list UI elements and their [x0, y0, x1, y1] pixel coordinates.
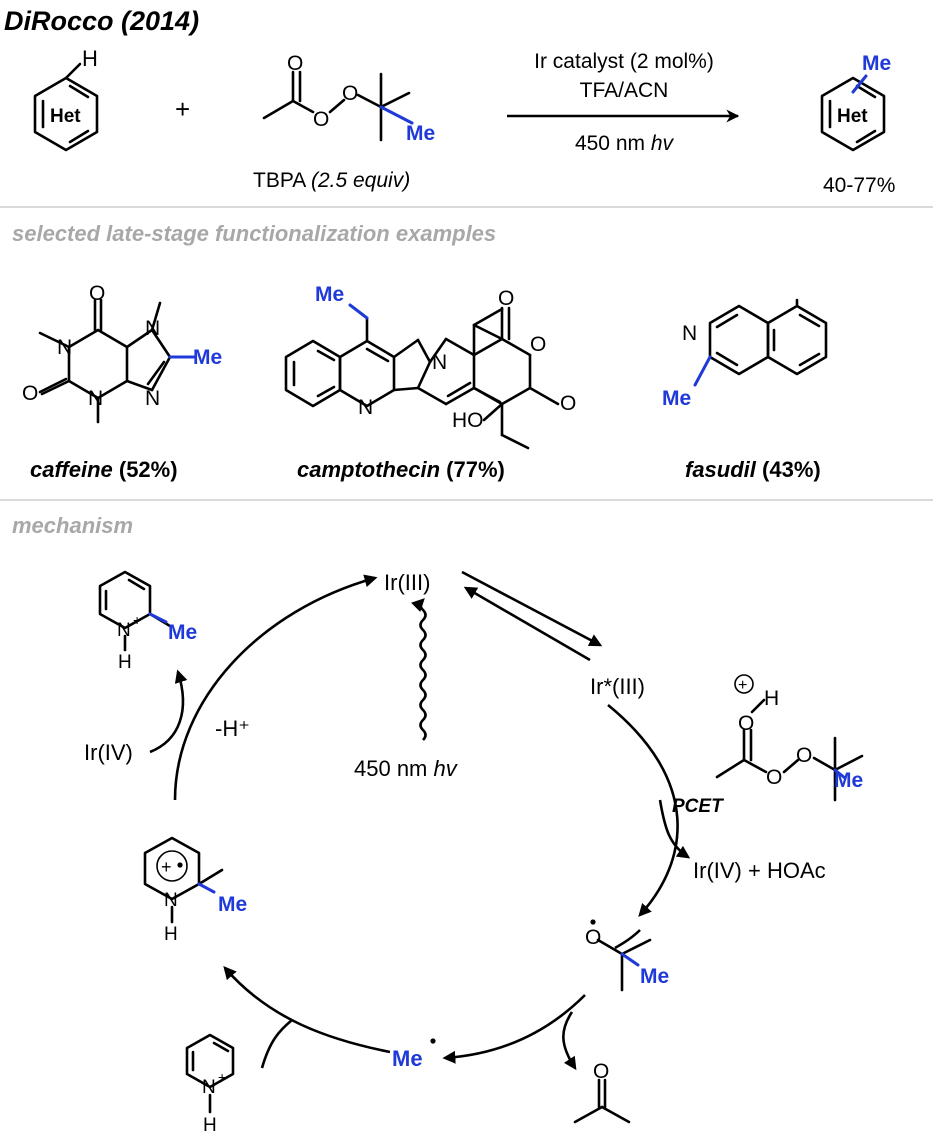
tbuo-me-label: Me [640, 965, 669, 988]
camptothecin-n-ring: N [432, 351, 447, 374]
camptothecin-me-label: Me [315, 283, 344, 306]
caffeine-me-label: Me [193, 346, 222, 369]
tbpa-peroxy-o: O [342, 82, 358, 105]
radical-addition-arrow [223, 966, 391, 1054]
caffeine-caption: caffeine (52%) [30, 457, 178, 482]
hoac-release-arrow [658, 799, 691, 859]
product-pyridinium-n: N [117, 620, 131, 641]
caffeine-n1: N [57, 336, 72, 359]
tbpa-mech-me: Me [834, 769, 863, 792]
camptothecin-o-lactone: O [530, 333, 546, 356]
product-pyridinium-me: Me [168, 621, 197, 644]
tbuo-oxygen: O [585, 926, 601, 949]
methyl-radical-label: Me [392, 1046, 423, 1071]
het-label: Het [50, 106, 81, 127]
tert-butoxy-radical: O Me [585, 919, 669, 992]
caffeine-o-top: O [89, 282, 105, 305]
pyridinium-bottom-plus: + [218, 1069, 226, 1085]
product-pyridinium-plus: + [133, 612, 141, 628]
reaction-conditions: Ir catalyst (2 mol%) TFA/ACN 450 nm hv [507, 50, 740, 155]
tbpa-proton-h: H [764, 687, 779, 710]
examples-heading: selected late-stage functionalization ex… [12, 221, 496, 246]
radical-cation-circle [156, 850, 188, 882]
tbpa-o-ester: O [766, 766, 782, 789]
pyridinium-bottom-n: N [202, 1077, 216, 1098]
light-label: 450 nm hv [354, 756, 459, 781]
caffeine-structure: O O N N N N Me [22, 282, 222, 424]
radical-cation-me: Me [218, 893, 247, 916]
caffeine-n3: N [88, 387, 103, 410]
tbpa-h-oxygen: O [738, 712, 754, 735]
tbpa-name: TBPA (2.5 equiv) [253, 169, 410, 192]
protonated-tbpa: O H + O O Me [715, 674, 864, 802]
pyridinium-bottom: N + H [185, 1033, 235, 1136]
caffeine-n9: N [145, 387, 160, 410]
pcet-label: PCET [672, 796, 724, 817]
tbpa-o-peroxy: O [796, 744, 812, 767]
product-pyridinium-h: H [118, 652, 132, 673]
ir3-label: Ir(III) [384, 570, 430, 595]
tbpa-carbonyl-o: O [287, 52, 303, 75]
product-me-label: Me [862, 52, 891, 75]
conditions-catalyst: Ir catalyst (2 mol%) [534, 50, 714, 73]
excitation-arrow [461, 570, 603, 647]
scheme-title: DiRocco (2014) [4, 6, 199, 36]
pcet-arrow [607, 703, 679, 917]
plus-sign: + [175, 94, 190, 124]
tbuo-radical-dot [590, 919, 596, 925]
light-wavy-arrow [411, 598, 427, 741]
camptothecin-n-quinoline: N [358, 396, 373, 419]
fasudil-me-label: Me [662, 387, 691, 410]
acetone-structure: O [573, 1060, 631, 1124]
tbpa-me-label: Me [406, 122, 435, 145]
camptothecin-hydroxyl: HO [452, 409, 484, 432]
ir4-label: Ir(IV) [84, 740, 133, 765]
radical-cation-plus: + [161, 857, 172, 877]
acetone-oxygen: O [593, 1060, 609, 1083]
methyl-radical-arrow [442, 994, 586, 1064]
ir3-excited-label: Ir*(III) [590, 674, 645, 699]
oxonium-charge-circle [734, 674, 754, 694]
camptothecin-o-carbonyl: O [498, 287, 514, 310]
radical-cation-intermediate: + N H Me [143, 836, 247, 945]
fasudil-caption: fasudil (43%) [685, 457, 821, 482]
caffeine-n7: N [145, 317, 160, 340]
product-heteroarene: Het Me [820, 52, 891, 152]
radical-cation-dot [177, 862, 183, 868]
fasudil-n-aromatic: N [682, 322, 697, 345]
pyridinium-entry-arrow [260, 1019, 293, 1069]
deprotonation-label: -H⁺ [215, 716, 250, 741]
h-atom-label: H [82, 46, 98, 71]
oxonium-plus: + [738, 677, 747, 694]
methylpyridinium-product: N + H Me [98, 570, 197, 673]
conditions-light: 450 nm hv [575, 132, 675, 155]
tbpa-structure: O O O Me [262, 52, 435, 145]
pyridinium-bottom-h: H [203, 1115, 217, 1136]
camptothecin-structure: Me N N O O O HO [284, 283, 576, 450]
turnover-arrow [173, 574, 378, 801]
fasudil-structure: N Me [662, 298, 828, 410]
ir4-hoac-label: Ir(IV) + HOAc [693, 858, 826, 883]
camptothecin-o-lactone-carbonyl: O [560, 392, 576, 415]
product-het-label: Het [837, 106, 868, 127]
tbpa-ester-o: O [313, 108, 329, 131]
relaxation-arrow [463, 586, 591, 662]
reactant-heteroarene: Het H [33, 46, 99, 152]
camptothecin-caption: camptothecin (77%) [297, 457, 505, 482]
radical-cation-h: H [164, 924, 178, 945]
methyl-radical-dot [430, 1038, 436, 1044]
product-yield: 40-77% [823, 174, 895, 197]
caffeine-o-bottom: O [22, 382, 38, 405]
mechanism-heading: mechanism [12, 513, 133, 538]
radical-cation-n: N [164, 890, 178, 911]
conditions-solvent: TFA/ACN [580, 79, 669, 102]
oxidation-arrow [149, 669, 188, 754]
acetone-release-arrow [562, 1011, 577, 1071]
cycle-connector [614, 929, 641, 950]
